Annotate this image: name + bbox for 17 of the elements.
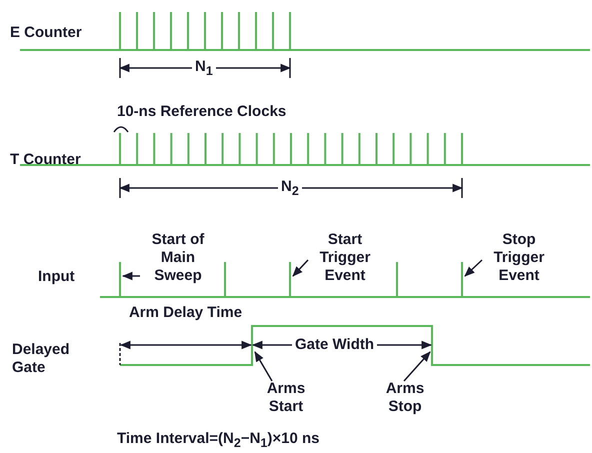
leader-line — [292, 259, 309, 277]
callout-text: Stop Trigger Event — [478, 231, 560, 285]
dimension-label: Arm Delay Time — [128, 304, 243, 322]
signal-name: Input — [38, 268, 75, 286]
signal-name: Delayed Gate — [12, 341, 71, 377]
leader-line — [403, 351, 431, 382]
formula-text: Time Interval=(N$_{2}$−N$_{1}$)×10 ns — [117, 430, 320, 452]
callout-text: Arms Start — [262, 380, 310, 416]
signal-name: E Counter — [10, 24, 82, 42]
clock-note: 10-ns Reference Clocks — [117, 103, 286, 121]
callout-text: Start Trigger Event — [304, 231, 386, 285]
leader-line — [464, 259, 483, 277]
signal-name: T Counter — [10, 151, 81, 169]
callout-text: Arms Stop — [380, 380, 430, 416]
callout-text: Start of Main Sweep — [138, 231, 218, 285]
leader-line — [122, 272, 140, 280]
leader-line — [254, 351, 273, 382]
